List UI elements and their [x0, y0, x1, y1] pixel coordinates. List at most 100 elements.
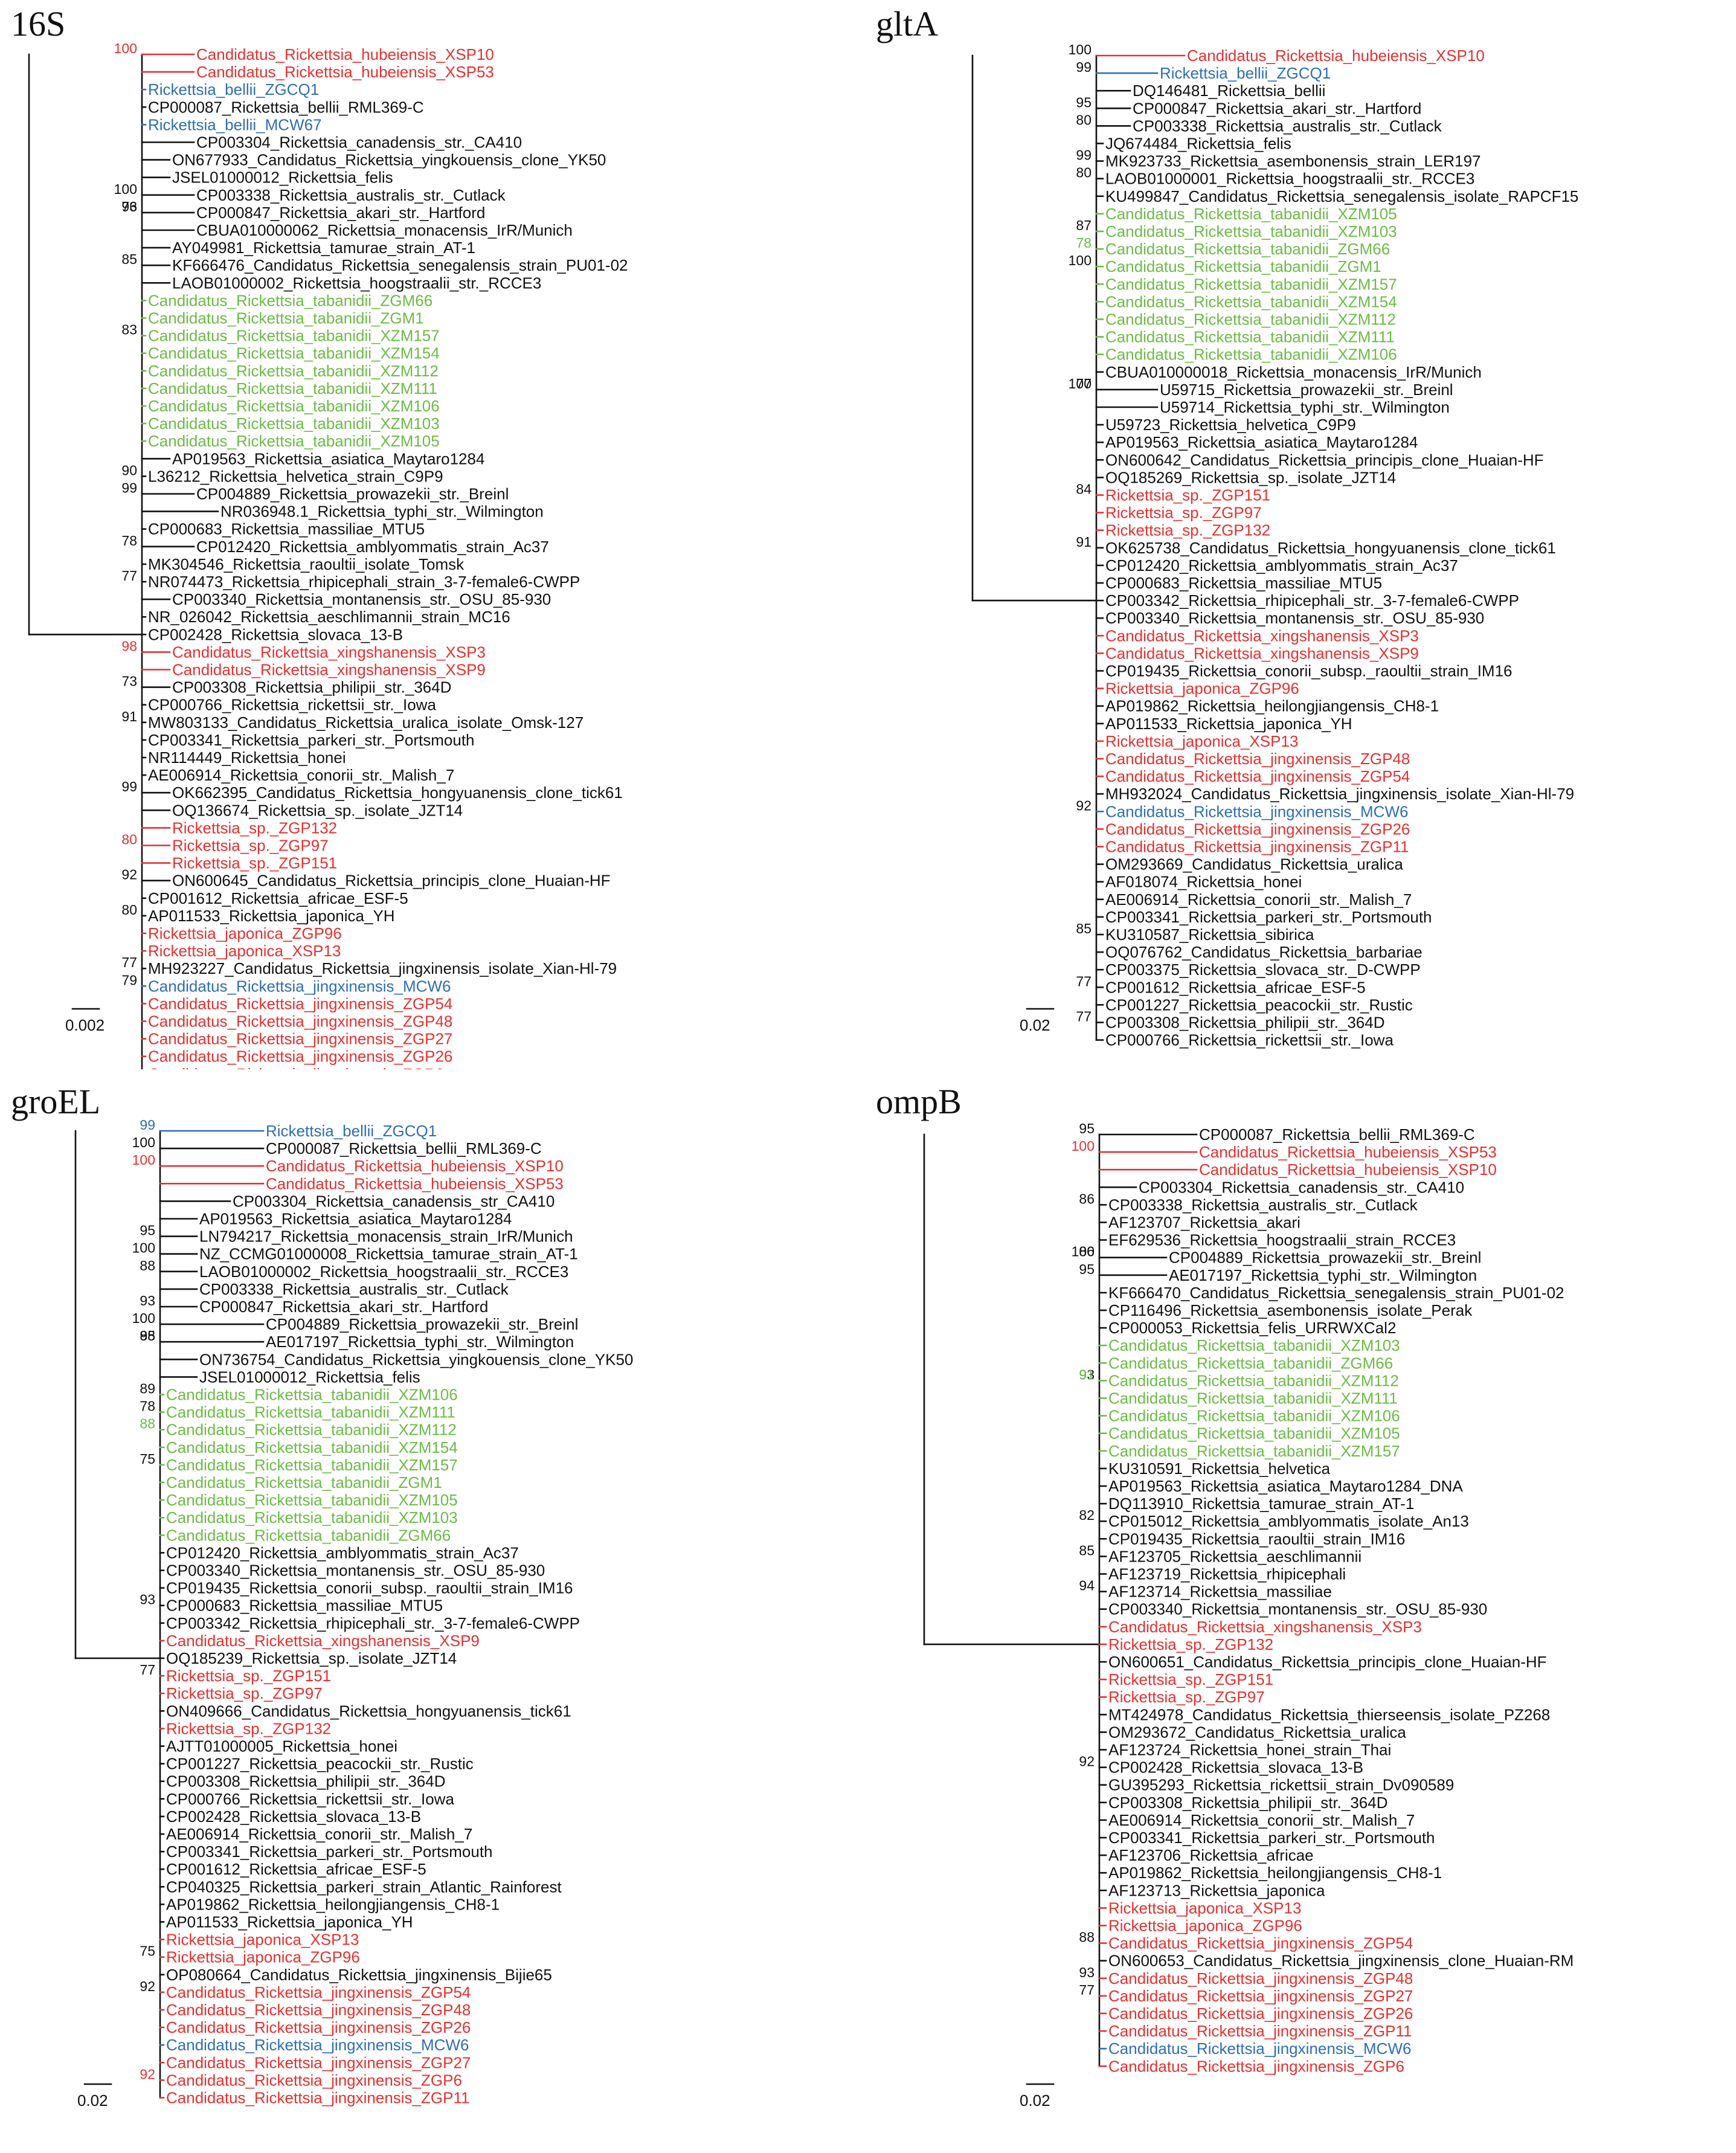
taxon-label: CP002428_Rickettsia_slovaca_13-B: [1108, 1759, 1363, 1777]
taxon-label: Candidatus_Rickettsia_jingxinensis_ZGP54: [148, 994, 452, 1012]
bootstrap-value: 78: [1076, 235, 1091, 251]
taxon-label: AP011533_Rickettsia_japonica_YH: [166, 1913, 413, 1931]
taxon-label: AY049981_Rickettsia_tamurae_strain_AT-1: [172, 239, 475, 257]
taxon-label: AF123713_Rickettsia_japonica: [1108, 1881, 1325, 1899]
taxon-label: JQ674484_Rickettsia_felis: [1105, 135, 1291, 153]
taxon-label: Candidatus_Rickettsia_tabanidii_XZM105: [1108, 1424, 1400, 1443]
taxon-label: Rickettsia_sp._ZGP97: [1108, 1688, 1265, 1706]
taxon-label: CP004889_Rickettsia_prowazekii_str._Brei…: [266, 1315, 578, 1333]
taxon-label: CP000847_Rickettsia_akari_str._Hartford: [196, 204, 485, 222]
taxon-label: AF123705_Rickettsia_aeschlimannii: [1108, 1547, 1361, 1565]
taxon-label: MT424978_Candidatus_Rickettsia_thierseen…: [1108, 1705, 1550, 1723]
taxon-label: CP000847_Rickettsia_akari_str._Hartford: [199, 1298, 488, 1316]
taxon-label: ON677933_Candidatus_Rickettsia_yingkouen…: [172, 151, 606, 169]
bootstrap-value: 75: [140, 1451, 155, 1467]
bootstrap-value: 93: [121, 199, 137, 214]
taxon-label: Candidatus_Rickettsia_hubeiensis_XSP53: [196, 63, 494, 81]
taxon-label: AP011533_Rickettsia_japonica_YH: [148, 907, 395, 925]
taxon-label: CP003338_Rickettsia_australis_str._Cutla…: [1133, 117, 1442, 135]
taxon-label: AP019563_Rickettsia_asiatica_Maytaro1284…: [1108, 1477, 1463, 1495]
taxon-label: CP003340_Rickettsia_montanensis_str._OSU…: [166, 1562, 545, 1580]
panel-title: ompB: [876, 1082, 962, 1121]
bootstrap-value: 77: [121, 954, 137, 970]
taxon-label: CP001612_Rickettsia_africae_ESF-5: [166, 1860, 426, 1878]
bootstrap-value: 100: [132, 1240, 155, 1256]
taxon-label: Candidatus_Rickettsia_tabanidii_XZM105: [148, 432, 440, 450]
taxon-label: AP019862_Rickettsia_heilongjiangensis_CH…: [1108, 1864, 1442, 1882]
taxon-label: OQ185269_Rickettsia_sp._isolate_JZT14: [1105, 468, 1396, 486]
bootstrap-value: 77: [121, 568, 137, 584]
taxon-label: KF666470_Candidatus_Rickettsia_senegalen…: [1108, 1284, 1564, 1302]
phylogenetic-tree: Candidatus_Rickettsia_hubeiensis_XSP10Ri…: [971, 42, 1578, 1049]
taxon-label: CP000766_Rickettsia_rickettsii_str._Iowa: [148, 696, 436, 714]
taxon-label: Candidatus_Rickettsia_jingxinensis_ZGP26: [148, 1048, 452, 1066]
taxon-label: CP012420_Rickettsia_amblyommatis_strain_…: [196, 538, 549, 556]
taxon-label: CP004889_Rickettsia_prowazekii_str._Brei…: [196, 485, 509, 503]
taxon-label: AF123706_Rickettsia_africae: [1108, 1846, 1314, 1864]
scale-bar-label: 0.002: [65, 1016, 104, 1034]
taxon-label: Candidatus_Rickettsia_jingxinensis_ZGP48: [1108, 1969, 1413, 1987]
tree-panel-ompb: ompB CP000087_Rickettsia_bellii_RML369-C…: [876, 1081, 1722, 2145]
bootstrap-value: 100: [1069, 42, 1091, 57]
bootstrap-value: 95: [140, 1223, 155, 1238]
taxon-label: OK625738_Candidatus_Rickettsia_hongyuane…: [1105, 539, 1556, 557]
taxon-label: Candidatus_Rickettsia_jingxinensis_ZGP6: [166, 2071, 462, 2089]
taxon-label: CP012420_Rickettsia_amblyommatis_strain_…: [1105, 556, 1458, 574]
taxon-label: Candidatus_Rickettsia_hubeiensis_XSP53: [266, 1174, 564, 1192]
taxon-label: Candidatus_Rickettsia_tabanidii_ZGM1: [148, 309, 424, 327]
taxon-label: Candidatus_Rickettsia_jingxinensis_MCW6: [148, 977, 451, 995]
bootstrap-value: 100: [1072, 1244, 1095, 1260]
bootstrap-value: 99: [140, 1117, 155, 1133]
taxon-label: Candidatus_Rickettsia_tabanidii_XZM157: [1105, 275, 1397, 293]
taxon-label: AE006914_Rickettsia_conorii_str._Malish_…: [1108, 1811, 1415, 1829]
bootstrap-value: 100: [132, 1152, 155, 1168]
taxon-label: Rickettsia_sp._ZGP132: [166, 1719, 331, 1737]
taxon-label: Candidatus_Rickettsia_tabanidii_ZGM66: [166, 1526, 451, 1544]
taxon-label: CP019435_Rickettsia_conorii_subsp._raoul…: [166, 1579, 573, 1597]
taxon-label: Candidatus_Rickettsia_jingxinensis_ZGP27: [148, 1030, 452, 1048]
bootstrap-value: 75: [140, 1943, 155, 1959]
bootstrap-value: 99: [1076, 147, 1091, 163]
bootstrap-value: 92: [1076, 797, 1091, 813]
bootstrap-value: 99: [1076, 59, 1091, 75]
bootstrap-value: 88: [140, 1258, 155, 1273]
taxon-label: Candidatus_Rickettsia_jingxinensis_ZGP26: [1105, 820, 1410, 838]
taxon-label: Candidatus_Rickettsia_xingshanensis_XSP3: [1108, 1618, 1422, 1636]
taxon-label: CP000766_Rickettsia_rickettsii_str._Iowa: [1105, 1031, 1394, 1049]
taxon-label: CBUA010000018_Rickettsia_monacensis_IrR/…: [1105, 363, 1482, 381]
taxon-label: AF123724_Rickettsia_honei_strain_Thai: [1108, 1741, 1391, 1759]
taxon-label: CP003304_Rickettsia_canadensis_str._CA41…: [196, 134, 522, 152]
taxon-label: ON409666_Candidatus_Rickettsia_hongyuane…: [166, 1702, 571, 1720]
taxon-label: Candidatus_Rickettsia_tabanidii_XZM105: [1105, 205, 1397, 223]
bootstrap-value: 88: [140, 1416, 155, 1432]
taxon-label: CP019435_Rickettsia_raoultii_strain_IM16: [1108, 1530, 1405, 1548]
taxon-label: CP001227_Rickettsia_peacockii_str._Rusti…: [166, 1755, 474, 1773]
taxon-label: AE006914_Rickettsia_conorii_str._Malish_…: [166, 1825, 472, 1843]
taxon-label: OP080664_Candidatus_Rickettsia_jingxinen…: [166, 1966, 552, 1984]
bootstrap-value: 77: [1079, 1982, 1095, 1998]
taxon-label: CP003342_Rickettsia_rhipicephali_str._3-…: [1105, 591, 1519, 610]
taxon-label: Candidatus_Rickettsia_jingxinensis_ZGP48: [148, 1012, 452, 1031]
taxon-label: Candidatus_Rickettsia_tabanidii_XZM157: [166, 1456, 458, 1474]
taxon-label: CP040325_Rickettsia_parkeri_strain_Atlan…: [166, 1878, 562, 1896]
panel-title: gltA: [876, 6, 939, 43]
taxon-label: Candidatus_Rickettsia_jingxinensis_ZGP54: [1105, 767, 1410, 785]
taxon-label: JSEL01000012_Rickettsia_felis: [172, 169, 393, 187]
taxon-label: Candidatus_Rickettsia_hubeiensis_XSP10: [266, 1157, 564, 1175]
taxon-label: LAOB01000002_Rickettsia_hoogstraalii_str…: [199, 1263, 568, 1281]
taxon-label: Candidatus_Rickettsia_jingxinensis_ZGP6: [1108, 2057, 1404, 2075]
taxon-label: CP000766_Rickettsia_rickettsii_str._Iowa: [166, 1790, 454, 1808]
taxon-label: CP003340_Rickettsia_montanensis_str._OSU…: [1105, 609, 1484, 627]
taxon-label: Candidatus_Rickettsia_tabanidii_ZGM66: [148, 291, 432, 309]
taxon-label: MH923227_Candidatus_Rickettsia_jingxinen…: [148, 959, 617, 977]
taxon-label: Candidatus_Rickettsia_tabanidii_XZM106: [148, 397, 440, 415]
taxon-label: Rickettsia_japonica_XSP13: [166, 1931, 359, 1949]
taxon-label: NZ_CCMG01000008_Rickettsia_tamurae_strai…: [199, 1245, 578, 1263]
taxon-label: U59723_Rickettsia_helvetica_C9P9: [1105, 416, 1356, 434]
taxon-label: CP001612_Rickettsia_africae_ESF-5: [1105, 978, 1366, 996]
taxon-label: CP012420_Rickettsia_amblyommatis_strain_…: [166, 1543, 519, 1562]
taxon-label: CP003338_Rickettsia_australis_str._Cutla…: [199, 1280, 509, 1298]
taxon-label: AP019563_Rickettsia_asiatica_Maytaro1284: [1105, 433, 1418, 451]
taxon-label: Candidatus_Rickettsia_tabanidii_XZM106: [166, 1386, 458, 1404]
taxon-label: U59714_Rickettsia_typhi_str._Wilmington: [1160, 398, 1450, 416]
